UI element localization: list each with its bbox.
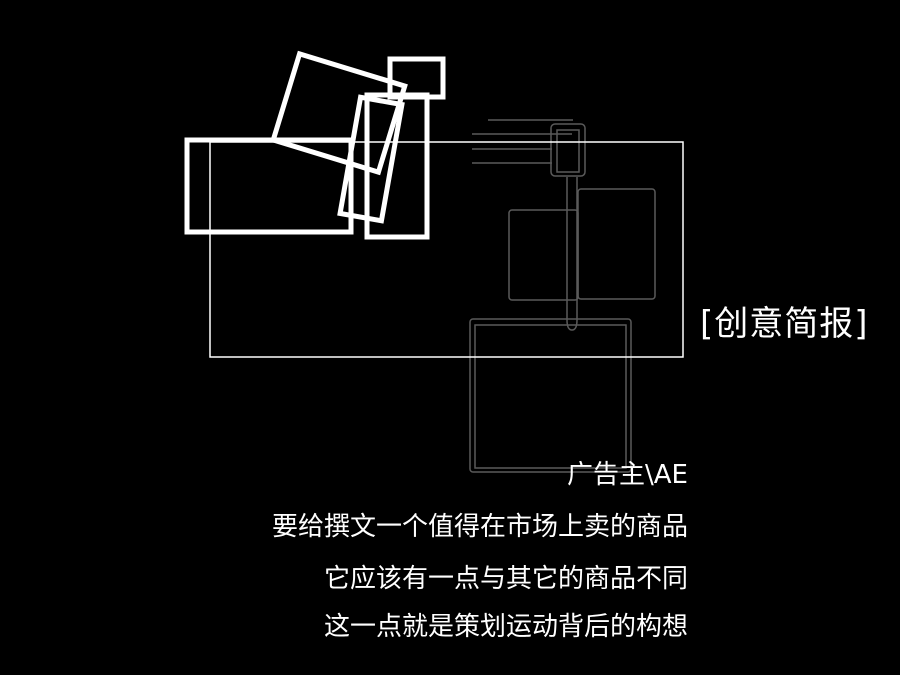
slide-title: [创意简报] xyxy=(700,304,869,344)
gray-outline-shapes xyxy=(469,119,656,473)
bold-outline-shapes xyxy=(184,50,446,240)
body-line-2: 要给撰文一个值得在市场上卖的商品 xyxy=(271,512,688,542)
body-line-1: 广告主\AE xyxy=(567,460,688,490)
body-line-3: 它应该有一点与其它的商品不同 xyxy=(323,564,688,594)
body-line-4: 这一点就是策划运动背后的构想 xyxy=(323,612,688,642)
large-thin-frame xyxy=(209,141,684,358)
